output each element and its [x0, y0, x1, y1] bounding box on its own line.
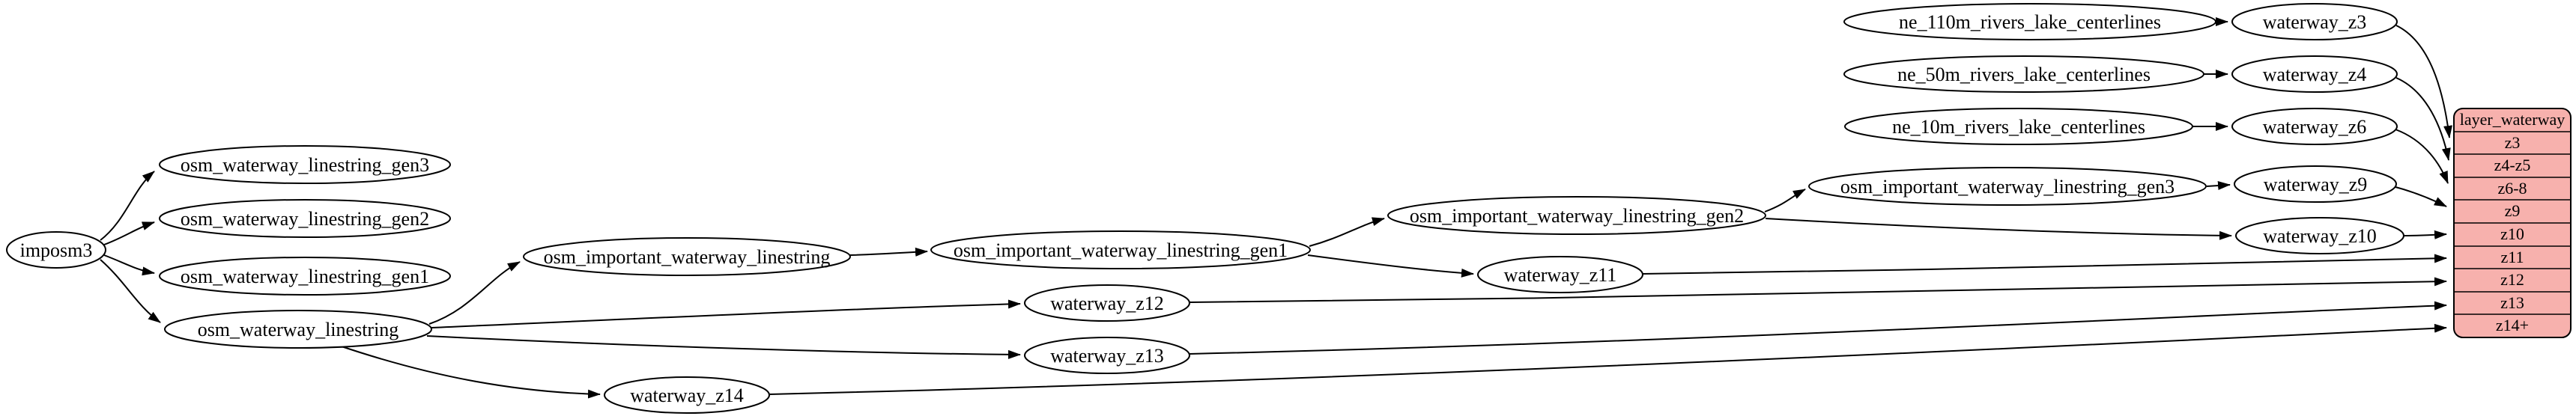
- node-waterway-z11: waterway_z11: [1477, 256, 1643, 293]
- edge-z3-to-layer-row-z3: [2395, 25, 2452, 138]
- edge-owl-to-z14: [336, 344, 601, 399]
- node-z13-label: waterway_z13: [1050, 345, 1164, 367]
- node-z10-label: waterway_z10: [2263, 225, 2377, 247]
- node-z14-shape: [604, 376, 770, 414]
- node-owl-gen3-label: osm_waterway_linestring_gen3: [181, 154, 429, 176]
- edge-z12-to-layer-row-z12: [1189, 277, 2447, 303]
- node-z10-shape: [2235, 217, 2404, 254]
- layer-row-z9: z9: [2505, 201, 2521, 220]
- edge-imposm3-to-owl-gen2: [103, 221, 155, 245]
- node-ne10-label: ne_10m_rivers_lake_centerlines: [1892, 116, 2145, 138]
- edge-oiwl-gen2-to-z10: [1765, 218, 2232, 240]
- node-ne-110m-rivers-lake-centerlines: ne_110m_rivers_lake_centerlines: [1843, 3, 2216, 40]
- node-z12-shape: [1024, 284, 1190, 322]
- node-imposm3-label: imposm3: [20, 239, 93, 261]
- edge-oiwl-to-oiwl-gen1: [849, 247, 928, 257]
- node-waterway-z4: waterway_z4: [2231, 55, 2398, 93]
- node-z4-label: waterway_z4: [2263, 64, 2367, 85]
- node-owl-gen3-shape: [159, 145, 451, 184]
- node-osm-important-waterway-linestring-gen2: osm_important_waterway_linestring_gen2: [1387, 196, 1766, 235]
- node-osm-waterway-linestring: osm_waterway_linestring: [164, 310, 432, 349]
- edge-z9-to-layer-row-z9: [2395, 186, 2447, 207]
- edge-owl-to-z12: [431, 299, 1021, 328]
- node-z9-label: waterway_z9: [2264, 174, 2368, 195]
- node-ne10-shape: [1844, 108, 2193, 145]
- node-owl-gen2-label: osm_waterway_linestring_gen2: [181, 208, 429, 230]
- node-imposm3-shape: [6, 231, 106, 269]
- edge-z6-to-layer-row-z6-8: [2395, 129, 2449, 184]
- node-ne110-label: ne_110m_rivers_lake_centerlines: [1899, 11, 2161, 33]
- node-ne50-label: ne_50m_rivers_lake_centerlines: [1897, 64, 2151, 85]
- node-ne50-shape: [1843, 55, 2204, 93]
- node-owl-gen2-shape: [159, 199, 451, 238]
- layer-row-z11: z11: [2501, 248, 2524, 266]
- node-waterway-z14: waterway_z14: [604, 376, 770, 414]
- edge-z14-to-layer-row-z14plus: [769, 323, 2447, 395]
- node-oiwl-label: osm_important_waterway_linestring: [544, 246, 831, 268]
- edge-oiwl-gen2-to-oiwl-gen3: [1764, 189, 1806, 212]
- node-waterway-z3: waterway_z3: [2231, 3, 2398, 40]
- node-z12-label: waterway_z12: [1050, 293, 1164, 314]
- node-osm-important-waterway-linestring-gen1: osm_important_waterway_linestring_gen1: [930, 230, 1311, 269]
- edge-z10-to-layer-row-z10: [2403, 230, 2447, 239]
- node-owl-gen1-shape: [159, 257, 451, 296]
- node-z11-shape: [1477, 256, 1643, 293]
- node-waterway-z13: waterway_z13: [1024, 337, 1190, 374]
- node-osm-important-waterway-linestring: osm_important_waterway_linestring: [523, 237, 851, 276]
- edges: [100, 17, 2452, 399]
- node-owl-shape: [164, 310, 432, 349]
- node-ne-10m-rivers-lake-centerlines: ne_10m_rivers_lake_centerlines: [1844, 108, 2193, 145]
- node-z14-label: waterway_z14: [630, 385, 744, 406]
- node-waterway-z6: waterway_z6: [2231, 108, 2398, 145]
- layer-row-z14plus: z14+: [2496, 316, 2529, 334]
- node-oiwl-gen1-shape: [930, 230, 1311, 269]
- node-owl-label: osm_waterway_linestring: [198, 319, 399, 340]
- node-z4-shape: [2231, 55, 2398, 93]
- layer-row-z12: z12: [2500, 270, 2524, 289]
- node-osm-waterway-linestring-gen2: osm_waterway_linestring_gen2: [159, 199, 451, 238]
- node-z13-shape: [1024, 337, 1190, 374]
- node-oiwl-gen2-shape: [1387, 196, 1766, 235]
- node-ne-50m-rivers-lake-centerlines: ne_50m_rivers_lake_centerlines: [1843, 55, 2204, 93]
- node-oiwl-gen3-shape: [1808, 167, 2207, 206]
- layer-waterway-table-title: layer_waterway: [2460, 110, 2565, 129]
- node-imposm3: imposm3: [6, 231, 106, 269]
- node-waterway-z9: waterway_z9: [2234, 165, 2397, 203]
- node-owl-gen1-label: osm_waterway_linestring_gen1: [181, 266, 429, 287]
- edge-z4-to-layer-row-z4z5: [2395, 77, 2451, 161]
- node-z3-label: waterway_z3: [2263, 11, 2367, 33]
- node-osm-waterway-linestring-gen1: osm_waterway_linestring_gen1: [159, 257, 451, 296]
- node-waterway-z12: waterway_z12: [1024, 284, 1190, 322]
- node-z6-shape: [2231, 108, 2398, 145]
- node-ne110-shape: [1843, 3, 2216, 40]
- edge-oiwl-gen1-to-oiwl-gen2: [1309, 217, 1385, 247]
- layer-waterway-table: layer_waterway z3 z4-z5 z6-8 z9 z10 z11 …: [2453, 108, 2572, 338]
- node-oiwl-gen2-label: osm_important_waterway_linestring_gen2: [1410, 205, 1744, 227]
- node-z3-shape: [2231, 3, 2398, 40]
- layer-row-z4-z5: z4-z5: [2494, 156, 2531, 174]
- edge-z11-to-layer-row-z11: [1642, 254, 2447, 275]
- edge-oiwl-gen3-to-z9: [2206, 181, 2231, 191]
- node-oiwl-shape: [523, 237, 851, 276]
- layer-row-z10: z10: [2500, 224, 2524, 243]
- node-z6-label: waterway_z6: [2263, 116, 2367, 138]
- node-osm-important-waterway-linestring-gen3: osm_important_waterway_linestring_gen3: [1808, 167, 2207, 206]
- layer-row-z3: z3: [2505, 133, 2521, 152]
- layer-row-z13: z13: [2500, 293, 2524, 312]
- edge-oiwl-gen1-to-z11: [1307, 254, 1474, 278]
- node-oiwl-gen1-label: osm_important_waterway_linestring_gen1: [954, 239, 1288, 261]
- edge-imposm3-to-owl-gen1: [103, 254, 155, 276]
- edge-imposm3-to-owl-gen3: [100, 171, 155, 241]
- edge-owl-to-oiwl: [428, 261, 521, 325]
- node-oiwl-gen3-label: osm_important_waterway_linestring_gen3: [1840, 176, 2175, 198]
- node-z11-label: waterway_z11: [1504, 264, 1617, 286]
- edge-owl-to-z13: [426, 335, 1021, 359]
- edge-z13-to-layer-row-z13: [1189, 301, 2447, 355]
- node-waterway-z10: waterway_z10: [2235, 217, 2404, 254]
- layer-row-z6-8: z6-8: [2497, 179, 2527, 198]
- edge-imposm3-to-owl: [100, 259, 161, 323]
- node-osm-waterway-linestring-gen3: osm_waterway_linestring_gen3: [159, 145, 451, 184]
- node-z9-shape: [2234, 165, 2397, 203]
